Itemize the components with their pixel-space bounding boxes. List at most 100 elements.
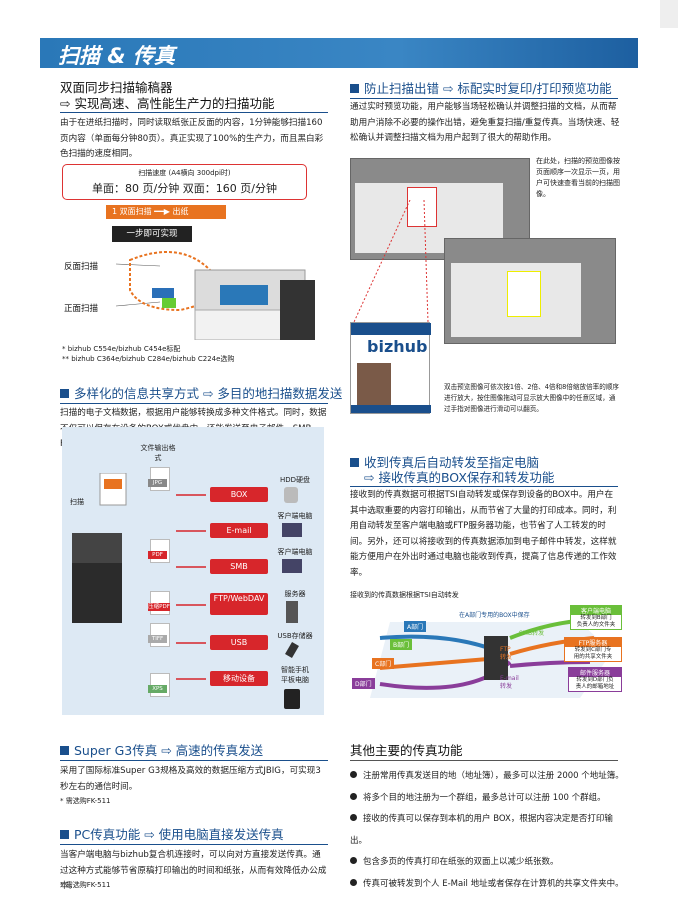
list-item: 接收的传真可以保存到本机的用户 BOX，根据内容决定是否打印输出。 — [350, 814, 613, 846]
bullet-icon — [350, 792, 357, 800]
page-thumbnail — [407, 187, 437, 227]
list-item: 传真可被转发到个人 E-Mail 地址或者保存在计算机的共享文件夹中。 — [350, 874, 625, 896]
s1-title-line1: 双面同步扫描输稿器 — [60, 80, 173, 95]
scan-label: 扫描 — [70, 498, 84, 506]
square-bullet-icon — [60, 389, 69, 398]
s3-body: 采用了国际标准Super G3规格及高效的数据压缩方式JBIG，可实现3秒左右的… — [60, 766, 321, 792]
square-bullet-icon — [60, 746, 69, 755]
front-scan-label: 正面扫描 — [64, 304, 99, 314]
pc-icon — [282, 559, 302, 573]
compact-pdf-file-icon: 压缩PDF — [148, 591, 170, 615]
zoom-lines — [353, 200, 429, 323]
share-diagram: 文件输出格式 扫描 JPG PDF 压缩PDF TIFF XPS BOX E-m… — [62, 427, 324, 715]
speed-values: 单面：80 页/分钟 双面：160 页/分钟 — [92, 182, 277, 195]
target-pc1: 客户端电脑 — [277, 512, 313, 520]
target-pc2: 客户端电脑 — [277, 548, 313, 556]
server-icon — [286, 601, 298, 623]
caption-1: 在此处，扫描的预览图像按页面顺序一次显示一页，用户可快速查看当前的扫描图像。 — [536, 157, 620, 198]
jpg-file-icon: JPG — [148, 467, 170, 491]
dest-box: BOX — [210, 487, 268, 502]
square-bullet-icon — [350, 458, 359, 467]
fax-routing-diagram — [370, 618, 612, 698]
page-thumbnail — [507, 271, 541, 317]
page-header-bar — [351, 323, 431, 335]
section-banner: 扫描 & 传真 — [40, 38, 638, 68]
bullet-icon — [350, 857, 357, 864]
r2-title-line1: 收到传真后自动转发至指定电脑 — [350, 455, 539, 471]
r2-body: 接收到的传真数据可根据TSI自动转发或保存到设备的BOX中。用户在其中选取重要的… — [350, 490, 617, 578]
r2-diagram-title: 接收到的传真数据根据TSI自动转发 — [350, 591, 459, 599]
other-fax-list: 注册常用传真发送目的地（地址簿），最多可以注册 2000 个地址簿。 将多个目的… — [350, 766, 625, 895]
bullet-icon — [350, 814, 357, 821]
list-item: 注册常用传真发送目的地（地址簿），最多可以注册 2000 个地址簿。 — [350, 766, 625, 788]
ftp-label: FTP 转发 — [500, 646, 513, 661]
s1-note1: * bizhub C554e/bizhub C454e标配 — [62, 345, 181, 353]
back-scan-label: 反面扫描 — [64, 262, 99, 272]
box-save-label: 在A部门专用的BOX中保存 — [459, 612, 530, 619]
s4-note: * 需选购FK-511 — [60, 881, 111, 889]
target-usb: USB存储器 — [277, 632, 313, 640]
xps-file-icon: XPS — [148, 673, 170, 697]
s1-note2: ** bizhub C364e/bizhub C284e/bizhub C224… — [62, 355, 235, 363]
r3-rule — [350, 760, 618, 761]
target-hdd: HDD硬盘 — [279, 476, 311, 484]
speed-title: 扫描速度 (A4横向 300dpi时) — [138, 169, 231, 177]
pc-icon — [282, 523, 302, 537]
bullet-icon — [350, 771, 357, 778]
r1-body: 通过实时预览功能，用户能够当场轻松确认并调整扫描的文档，从而帮助用户消除不必要的… — [350, 102, 620, 143]
mfp-device-icon — [72, 473, 127, 623]
dest-mobile: 移动设备 — [210, 671, 268, 686]
s4-rule — [60, 844, 328, 845]
one-step-label: 一步即可实现 — [112, 226, 192, 242]
dept-c-tag: C部门 — [372, 658, 395, 669]
square-bullet-icon — [60, 830, 69, 839]
dest-email: E-mail — [210, 523, 268, 538]
bizhub-logo: bizhub — [367, 337, 428, 356]
hdd-icon — [284, 487, 298, 503]
speed-box: 扫描速度 (A4横向 300dpi时) 单面：80 页/分钟 双面：160 页/… — [62, 164, 307, 200]
s1-body: 由于在进纸扫描时，同时读取纸张正反面的内容，1分钟能够扫描160页内容（单面每分… — [60, 118, 324, 159]
r2-rule — [350, 486, 618, 487]
dept-b-tag: B部门 — [390, 639, 413, 650]
tablet-icon — [284, 689, 300, 709]
s3-title: Super G3传真 ⇨ 高速的传真发送 — [60, 743, 263, 759]
corner-tab — [660, 0, 678, 28]
arrow-stems — [176, 494, 206, 680]
r3-title: 其他主要的传真功能 — [350, 743, 463, 758]
usb-stick-icon — [285, 641, 299, 659]
s1-title-line2: ⇨ 实现高速、高性能生产力的扫描功能 — [60, 96, 275, 111]
dest-client-pc: 客户端电脑 转发到B部门 负责人的文件夹 — [570, 605, 622, 630]
s3-rule — [60, 760, 328, 761]
smb-label: SMB转发 — [519, 630, 545, 637]
email-label: E-mail 转发 — [500, 675, 519, 690]
s2-title: 多样化的信息共享方式 ⇨ 多目的地扫描数据发送 — [60, 386, 342, 402]
bullet-icon — [350, 878, 357, 886]
r2-title-line2: ⇨ 接收传真的BOX保存和转发功能 — [364, 470, 555, 485]
list-item: 将多个目的地注册为一个群组，最多总计可以注册 100 个群组。 — [350, 788, 625, 810]
s4-title: PC传真功能 ⇨ 使用电脑直接发送传真 — [60, 827, 284, 843]
page-footer-bar — [351, 405, 431, 413]
s3-note: * 需选购FK-511 — [60, 797, 111, 805]
preview-screen-2 — [444, 238, 616, 344]
dest-ftp-webdav: FTP/WebDAV — [210, 593, 268, 615]
printer-illustration — [115, 251, 315, 340]
target-mobile: 智能手机 平板电脑 — [281, 666, 309, 684]
format-label: 文件输出格式 — [140, 444, 176, 462]
portrait-photo — [357, 363, 391, 407]
dest-usb: USB — [210, 635, 268, 650]
s2-rule — [60, 403, 328, 404]
s1-rule — [60, 112, 328, 113]
r1-rule — [350, 98, 618, 99]
step-bar: 1 双面扫描 ━━▶ 出纸 — [106, 205, 226, 219]
dept-a-tag: A部门 — [404, 621, 427, 632]
tiff-file-icon: TIFF — [148, 623, 170, 647]
page-title: 扫描 & 传真 — [58, 44, 175, 68]
s4-body: 当客户端电脑与bizhub复合机连接时，可以向对方直接发送传真。通过这种方式能够… — [60, 850, 327, 891]
dest-ftp-server: FTP服务器 转发到C部门专 用的共享文件夹 — [564, 637, 622, 662]
dest-mail-server: 邮件服务器 转发到D部门负 责人的邮箱地址 — [568, 667, 622, 692]
list-item: 包含多页的传真打印在纸张的双面上以减少纸张数。 — [350, 852, 625, 874]
zoomed-page: bizhub — [350, 322, 431, 414]
r1-title: 防止扫描出错 ⇨ 标配实时复印/打印预览功能 — [350, 81, 612, 97]
square-bullet-icon — [350, 84, 359, 93]
pdf-file-icon: PDF — [148, 539, 170, 563]
